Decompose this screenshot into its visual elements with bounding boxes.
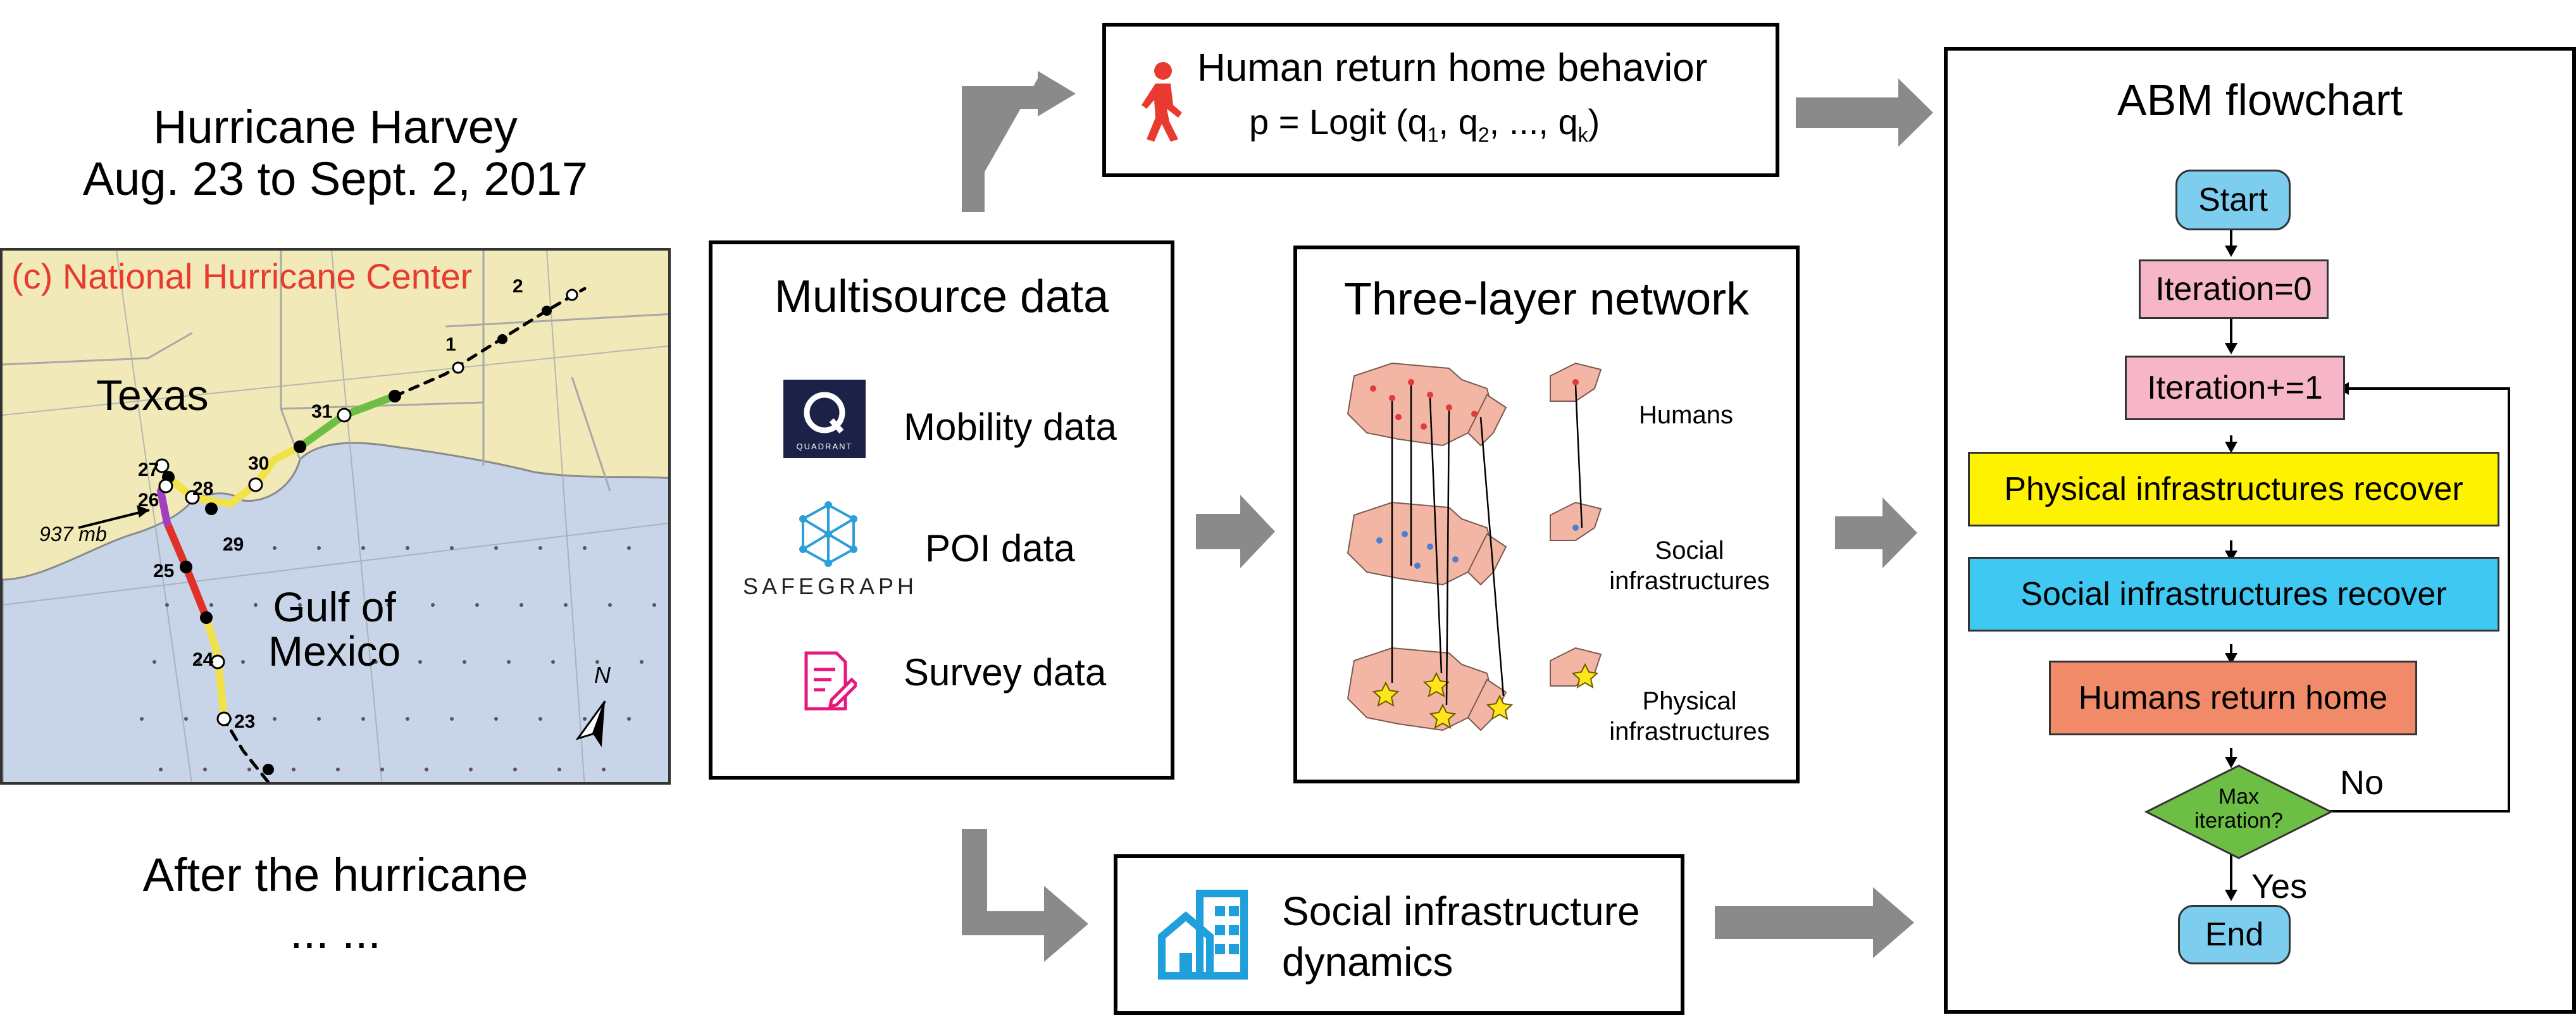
social-dynamics-box: Social infrastructure dynamics xyxy=(1114,854,1684,1015)
after-hurricane-line1: After the hurricane xyxy=(142,849,528,901)
arrow-behavior-to-flowchart xyxy=(1796,78,1933,147)
formula-sub-1: 1 xyxy=(1427,123,1439,147)
flow-decision-line2: iteration? xyxy=(2194,809,2283,833)
gulf-label-line1: Gulf of xyxy=(273,583,396,630)
multisource-data-box: Multisource data QUADRANT Mobility data … xyxy=(709,240,1174,780)
track-points xyxy=(154,289,578,775)
flow-decision-line1: Max xyxy=(2218,785,2260,809)
social-dynamics-line1: Social infrastructure xyxy=(1282,888,1640,934)
flow-yes-label: Yes xyxy=(2251,868,2308,906)
layer-label-social-line2: infrastructures xyxy=(1609,567,1770,595)
flowchart-connectors xyxy=(2225,230,2510,901)
map-credit: (c) National Hurricane Center xyxy=(11,256,473,296)
north-arrow-icon xyxy=(575,701,606,747)
track-label-30: 30 xyxy=(248,453,270,474)
three-layer-network-box: Three-layer network xyxy=(1293,246,1800,783)
layer-label-social: Social infrastructures xyxy=(1595,535,1784,596)
formula-suffix: ) xyxy=(1588,102,1600,142)
human-nodes xyxy=(1370,379,1579,430)
inter-layer-links xyxy=(1391,385,1583,706)
flow-humans-return-node: Humans return home xyxy=(2049,661,2417,735)
social-nodes xyxy=(1376,525,1579,569)
track-label-25: 25 xyxy=(153,561,175,582)
pressure-pointer xyxy=(78,509,150,529)
flow-decision-diamond xyxy=(2144,764,2334,859)
arrow-to-network xyxy=(1196,495,1275,568)
network-title: Three-layer network xyxy=(1343,274,1750,325)
formula-sep-1: , q xyxy=(1438,102,1478,142)
flow-start-node: Start xyxy=(2175,170,2291,230)
social-dynamics-line2: dynamics xyxy=(1282,939,1453,985)
formula-prefix: p = Logit (q xyxy=(1249,102,1428,142)
flow-iteration0-node: Iteration=0 xyxy=(2139,259,2329,319)
abm-flowchart-box: ABM flowchart Start Iteration=0 Iteratio… xyxy=(1944,47,2576,1014)
building-icon xyxy=(1158,890,1248,980)
texas-label: Texas xyxy=(96,371,209,420)
flow-decision-label: Max iteration? xyxy=(2188,785,2289,833)
hurricane-dates: Aug. 23 to Sept. 2, 2017 xyxy=(82,153,588,205)
formula-sub-k: k xyxy=(1577,123,1588,147)
flow-social-recover-node: Social infrastructures recover xyxy=(1968,557,2499,632)
mobility-data-label: Mobility data xyxy=(904,406,1117,448)
north-label: N xyxy=(594,662,611,688)
flowchart-title: ABM flowchart xyxy=(2117,75,2403,125)
layer-label-physical: Physical infrastructures xyxy=(1595,686,1784,747)
formula-sub-2: 2 xyxy=(1478,123,1490,147)
hurricane-track-map: (c) National Hurricane Center Texas Gulf… xyxy=(0,248,671,785)
human-behavior-box: Human return home behavior p = Logit (q1… xyxy=(1102,23,1779,177)
track-label-24: 24 xyxy=(192,649,214,670)
water-dot-grid xyxy=(140,546,656,771)
quadrant-logo-icon: QUADRANT xyxy=(783,380,866,458)
flow-end-node: End xyxy=(2178,905,2291,964)
human-behavior-title: Human return home behavior xyxy=(1197,46,1708,90)
after-hurricane-text: After the hurricane ... ... xyxy=(25,847,645,961)
layer-label-physical-line1: Physical xyxy=(1642,687,1737,715)
gulf-label-line2: Mexico xyxy=(268,628,401,675)
gulf-label: Gulf of Mexico xyxy=(268,585,401,673)
safegraph-logo-text: SAFEGRAPH xyxy=(743,573,918,599)
arrow-network-to-flowchart xyxy=(1835,497,1917,568)
network-layers-graphic xyxy=(1347,362,1602,732)
hurricane-title: Hurricane Harvey Aug. 23 to Sept. 2, 201… xyxy=(25,101,645,205)
map-graphic xyxy=(3,251,668,782)
layer-label-humans: Humans xyxy=(1639,401,1733,429)
survey-data-label: Survey data xyxy=(904,651,1107,694)
safegraph-logo-icon xyxy=(799,501,857,567)
track-label-26: 26 xyxy=(138,490,159,511)
network-layer-shapes xyxy=(1347,362,1602,732)
formula-sep-2: , ..., q xyxy=(1489,102,1578,142)
survey-document-icon xyxy=(804,651,857,711)
quadrant-logo-text: QUADRANT xyxy=(796,442,853,451)
poi-data-label: POI data xyxy=(925,527,1075,570)
flow-iteration-increment-node: Iteration+=1 xyxy=(2125,356,2345,420)
physical-nodes xyxy=(1372,663,1599,730)
multisource-title: Multisource data xyxy=(774,271,1109,322)
layer-label-social-line1: Social xyxy=(1655,537,1724,564)
track-label-28: 28 xyxy=(192,478,214,499)
pressure-label: 937 mb xyxy=(39,523,107,545)
flow-no-label: No xyxy=(2340,764,2384,802)
track-label-31: 31 xyxy=(311,401,333,422)
track-label-1: 1 xyxy=(445,334,456,355)
arrow-social-to-flowchart xyxy=(1715,887,1914,958)
walking-person-icon xyxy=(1142,62,1182,142)
track-label-2: 2 xyxy=(513,276,523,297)
arrow-to-social-dynamics xyxy=(962,829,1088,962)
track-label-23: 23 xyxy=(234,711,256,732)
track-label-29: 29 xyxy=(223,534,244,555)
arrow-to-human-behavior xyxy=(962,71,1076,212)
logit-formula: p = Logit (q1, q2, ..., qk) xyxy=(1249,101,1600,147)
track-label-27: 27 xyxy=(138,459,159,480)
hurricane-name: Hurricane Harvey xyxy=(153,101,518,153)
social-dynamics-label: Social infrastructure dynamics xyxy=(1282,886,1640,987)
after-hurricane-ellipsis: ... ... xyxy=(290,906,381,958)
layer-label-physical-line2: infrastructures xyxy=(1609,718,1770,745)
flow-physical-recover-node: Physical infrastructures recover xyxy=(1968,452,2499,526)
